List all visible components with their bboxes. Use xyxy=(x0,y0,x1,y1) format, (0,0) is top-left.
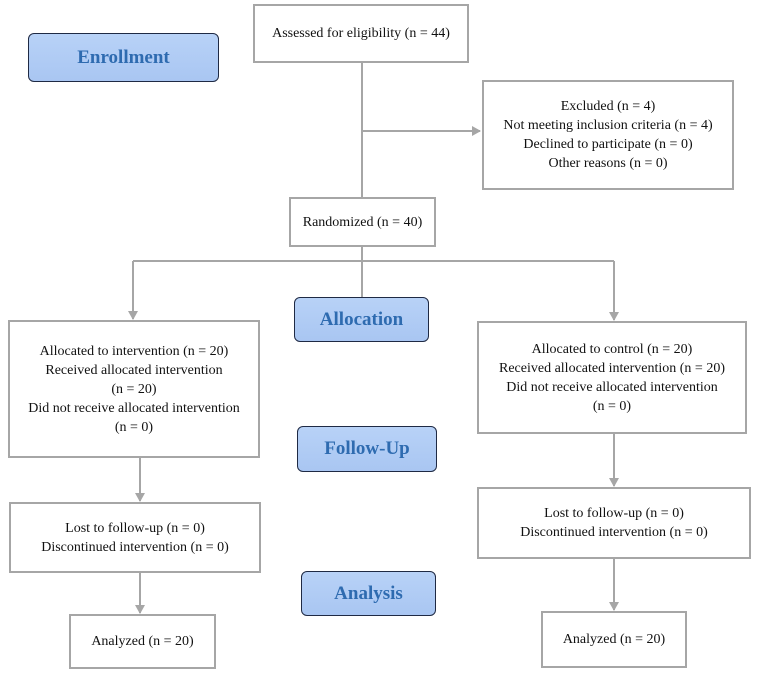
control-allocation-line: Did not receive allocated intervention xyxy=(506,379,718,395)
control-follow-up-line: Discontinued intervention (n = 0) xyxy=(520,525,708,540)
control-allocation-box: Allocated to control (n = 20) Received a… xyxy=(477,321,747,434)
stage-enrollment: Enrollment xyxy=(28,33,219,82)
intervention-allocation-line: (n = 0) xyxy=(114,419,154,435)
intervention-analyzed-text: Analyzed (n = 20) xyxy=(91,634,194,649)
excluded-box: Excluded (n = 4) Not meeting inclusion c… xyxy=(482,80,734,190)
randomized-text: Randomized (n = 40) xyxy=(302,214,423,230)
stage-allocation-label: Allocation xyxy=(319,308,404,330)
assessed-box: Assessed for eligibility (n = 44) xyxy=(253,4,469,63)
intervention-follow-up-line: Discontinued intervention (n = 0) xyxy=(41,539,229,555)
intervention-allocation-line: Allocated to intervention (n = 20) xyxy=(39,343,229,359)
assessed-text: Assessed for eligibility (n = 44) xyxy=(272,26,450,41)
intervention-follow-up-box: Lost to follow-up (n = 0) Discontinued i… xyxy=(9,502,261,573)
stage-follow-up: Follow-Up xyxy=(297,426,437,472)
intervention-follow-up-line: Lost to follow-up (n = 0) xyxy=(65,520,205,536)
control-analyzed-box: Analyzed (n = 20) xyxy=(541,611,687,668)
excluded-line: Other reasons (n = 0) xyxy=(548,156,668,171)
excluded-line: Not meeting inclusion criteria (n = 4) xyxy=(503,118,713,133)
control-allocation-line: Allocated to control (n = 20) xyxy=(531,341,693,357)
control-allocation-line: (n = 0) xyxy=(592,398,632,414)
intervention-allocation-box: Allocated to intervention (n = 20) Recei… xyxy=(8,320,260,458)
intervention-analyzed-box: Analyzed (n = 20) xyxy=(69,614,216,669)
stage-allocation: Allocation xyxy=(294,297,429,342)
randomized-box: Randomized (n = 40) xyxy=(289,197,436,247)
intervention-allocation-line: Received allocated intervention xyxy=(45,362,223,378)
intervention-allocation-line: (n = 20) xyxy=(111,381,157,397)
excluded-line: Declined to participate (n = 0) xyxy=(523,137,693,152)
control-follow-up-line: Lost to follow-up (n = 0) xyxy=(544,506,684,521)
excluded-line: Excluded (n = 4) xyxy=(560,99,656,114)
intervention-allocation-line: Did not receive allocated intervention xyxy=(28,400,240,416)
stage-follow-up-label: Follow-Up xyxy=(324,438,410,459)
control-analyzed-text: Analyzed (n = 20) xyxy=(562,632,666,647)
control-allocation-line: Received allocated intervention (n = 20) xyxy=(499,360,725,376)
stage-analysis-label: Analysis xyxy=(334,582,403,604)
stage-enrollment-label: Enrollment xyxy=(77,46,170,68)
control-follow-up-box: Lost to follow-up (n = 0) Discontinued i… xyxy=(477,487,751,559)
stage-analysis: Analysis xyxy=(301,571,436,616)
